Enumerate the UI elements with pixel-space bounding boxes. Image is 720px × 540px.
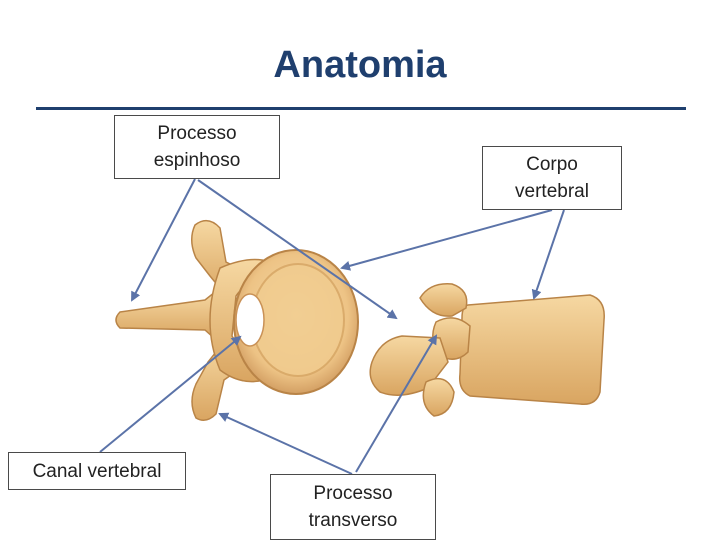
label-transverse-line-2: transverso <box>308 510 398 531</box>
arrow-canal <box>99 335 242 453</box>
arrow-body-to-right <box>531 209 565 300</box>
label-vertebral-body: Corpo vertebral <box>482 146 622 210</box>
label-body-line-2: vertebral <box>515 181 589 202</box>
arrow-transverse-to-left <box>218 412 353 475</box>
label-vertebral-canal: Canal vertebral <box>8 452 186 490</box>
label-body-line-1: Corpo <box>526 154 578 175</box>
label-spinous-line-1: Processo <box>157 123 237 144</box>
vertebra-superior-view <box>115 219 359 421</box>
arrow-spinous-to-right <box>197 179 398 320</box>
arrow-body-to-left <box>340 209 553 271</box>
label-transverse-line-1: Processo <box>313 483 393 504</box>
pointer-arrows <box>99 178 565 475</box>
vertebra-lateral-view <box>369 283 605 417</box>
label-transverse-process: Processo transverso <box>270 474 436 540</box>
label-spinous-line-2: espinhoso <box>153 150 241 171</box>
arrow-spinous-to-left <box>131 178 196 302</box>
arrow-transverse-to-right <box>355 334 438 473</box>
label-spinous-process: Processo espinhoso <box>114 115 280 179</box>
title-underline <box>36 107 686 110</box>
page-title: Anatomia <box>273 44 447 86</box>
